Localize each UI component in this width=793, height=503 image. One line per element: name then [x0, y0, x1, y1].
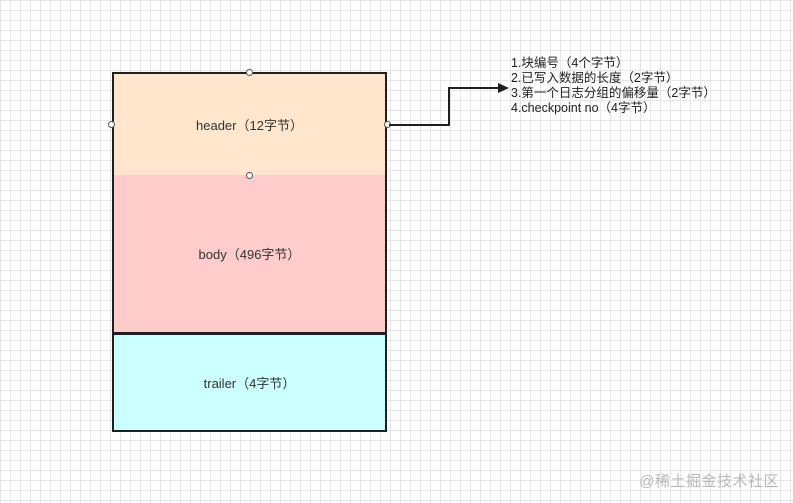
header-field-item: 3.第一个日志分组的偏移量（2字节） — [511, 86, 716, 100]
header-label: header（12字节） — [196, 118, 303, 133]
header-block: header（12字节） — [112, 72, 387, 177]
header-field-item: 1.块编号（4个字节） — [511, 56, 629, 70]
header-handle-bottom[interactable] — [246, 172, 253, 179]
body-label: body（496字节） — [198, 247, 301, 262]
header-field-item: 2.已写入数据的长度（2字节） — [511, 71, 679, 85]
body-block: body（496字节） — [112, 175, 387, 334]
trailer-label: trailer（4字节） — [203, 376, 296, 391]
trailer-block: trailer（4字节） — [112, 333, 387, 432]
header-handle-left[interactable] — [108, 121, 115, 128]
header-field-item: 4.checkpoint no（4字节） — [511, 101, 656, 115]
header-fields-note: 1.块编号（4个字节） 2.已写入数据的长度（2字节） 3.第一个日志分组的偏移… — [511, 56, 716, 116]
watermark: @稀土掘金技术社区 — [639, 473, 779, 490]
header-handle-top[interactable] — [246, 69, 253, 76]
